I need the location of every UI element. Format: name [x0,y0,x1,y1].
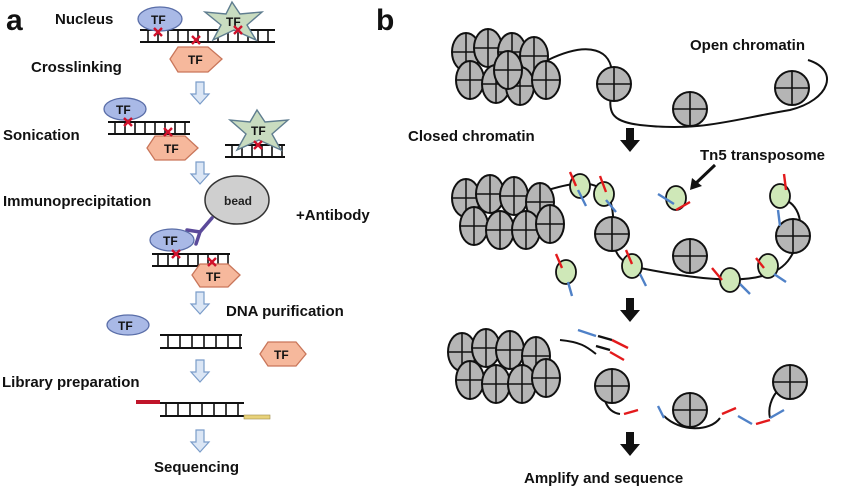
down-arrow-icon [190,359,210,383]
adapter-fragments [554,171,788,297]
tf-blue-label: TF [151,13,166,27]
closed-chromatin-label: Closed chromatin [408,128,535,145]
bead-label: bead [224,194,252,208]
tf-blue-label: TF [163,234,178,248]
down-arrow-icon [620,128,640,152]
step-nucleus-label: Nucleus [55,11,113,28]
tf-salmon-label: TF [274,348,289,362]
adapter-left [136,400,160,404]
down-arrow-icon [190,161,210,185]
bead: bead [204,175,270,225]
sonicated-fragment-left [108,121,190,135]
tf-salmon-protein: TF [146,135,199,161]
chromatin-row-3 [447,328,808,430]
tf-salmon-label: TF [164,142,179,156]
tn5-pointer-arrow [690,163,717,190]
open-chromatin-label: Open chromatin [690,37,805,54]
library-dna [136,400,271,420]
step-sonication-label: Sonication [3,127,80,144]
tf-blue-protein: TF [103,97,147,121]
step-immunoprecipitation-label: Immunoprecipitation [3,193,151,210]
tf-salmon-protein: TF [259,341,307,367]
step-dna-purification-label: DNA purification [226,303,344,320]
tf-blue-protein: TF [149,228,195,252]
tf-star-label: TF [226,15,241,29]
amplify-sequence-label: Amplify and sequence [524,470,683,487]
tf-salmon-label: TF [188,53,203,67]
purified-dna [160,334,242,349]
nucleosome-icon [594,364,808,428]
adapter-fragments [577,328,785,426]
step-crosslinking-label: Crosslinking [31,59,122,76]
down-arrow-icon [190,429,210,453]
closed-chromatin-cluster [451,174,565,250]
down-arrow-icon [190,291,210,315]
closed-chromatin-cluster [451,28,561,106]
antibody-icon [185,216,214,246]
tf-star-protein: TF [227,108,291,152]
step-sequencing-label: Sequencing [154,459,239,476]
tf-blue-label: TF [116,103,131,117]
down-arrow-icon [620,298,640,322]
panel-b-label: b [376,4,394,37]
nucleosome-icon [596,66,810,127]
tf-star-protein: TF [202,0,265,42]
adapter-right [243,414,271,420]
down-arrow-icon [190,81,210,105]
closed-chromatin-cluster [447,328,561,404]
tf-star-label: TF [251,124,266,138]
tf-salmon-protein: TF [169,46,223,73]
tf-blue-protein: TF [137,6,183,32]
down-arrow-icon [620,432,640,456]
tf-salmon-protein: TF [191,263,241,288]
tf-salmon-label: TF [206,270,221,284]
antibody-label: +Antibody [296,207,370,224]
chromatin-row-1 [451,28,828,129]
panel-a-label: a [6,4,23,37]
tf-blue-label: TF [118,319,133,333]
step-library-preparation-label: Library preparation [2,374,140,391]
tn5-transposome-label: Tn5 transposome [700,147,825,164]
tf-blue-protein: TF [106,314,150,336]
chromatin-row-2 [451,171,811,297]
